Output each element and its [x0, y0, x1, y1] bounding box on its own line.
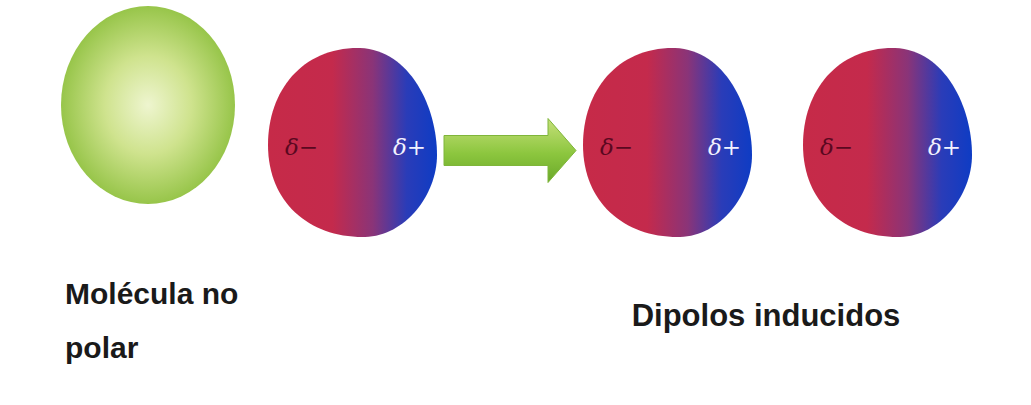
group-caption: Dipolos inducidos: [596, 296, 936, 336]
sphere-fill: [61, 6, 235, 204]
molecule-caption: Molécula no polar: [65, 267, 245, 375]
partial-negative: δ−: [285, 133, 318, 161]
molecule-sphere: [60, 5, 236, 205]
dipole-fill: [268, 48, 437, 237]
nonpolar-molecule: Molécula no polar: [60, 5, 236, 205]
induced-dipole: δ− δ+: [580, 45, 755, 240]
induction-arrow: [444, 119, 576, 183]
induced-dipole: δ− δ+: [265, 45, 440, 240]
partial-positive: δ+: [708, 133, 741, 161]
partial-negative: δ−: [820, 133, 853, 161]
partial-positive: δ+: [393, 133, 426, 161]
dipole-fill: [803, 48, 972, 237]
dipole-fill: [583, 48, 752, 237]
partial-negative: δ−: [600, 133, 633, 161]
induced-dipole: δ− δ+: [800, 45, 975, 240]
partial-positive: δ+: [928, 133, 961, 161]
